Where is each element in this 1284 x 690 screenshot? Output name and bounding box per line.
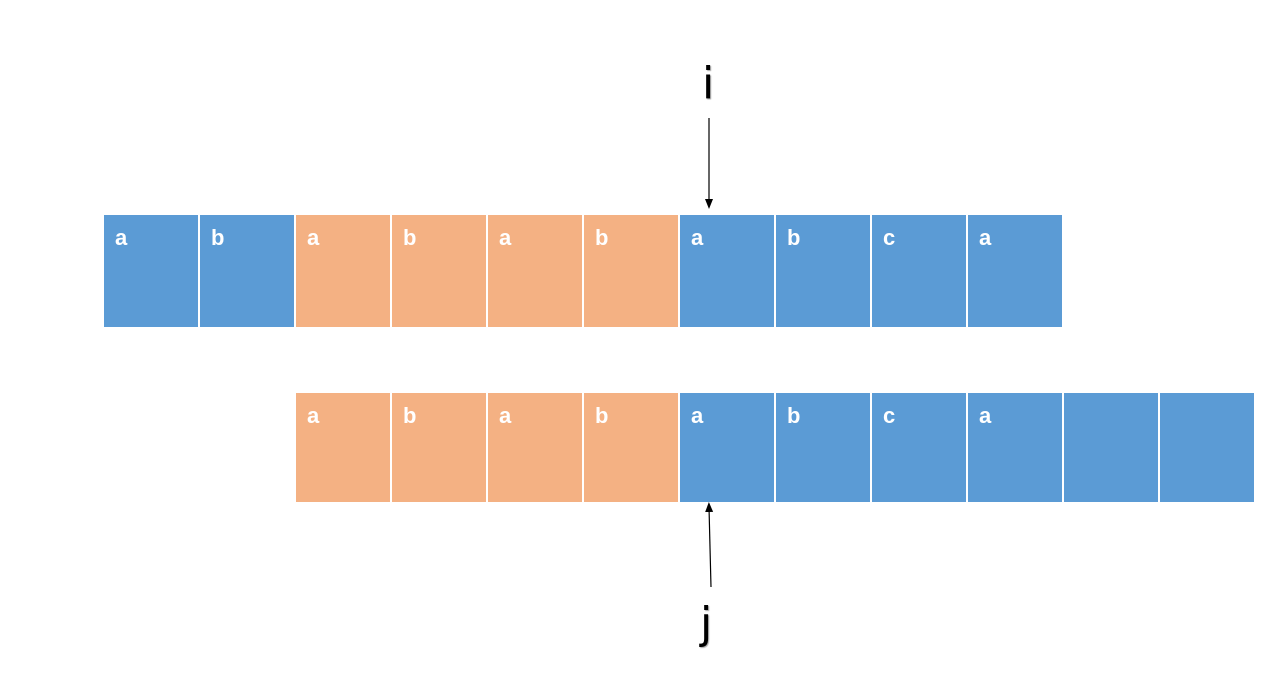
text-cell: c (872, 215, 966, 327)
pattern-cell: b (392, 393, 486, 502)
pattern-cell: b (776, 393, 870, 502)
pattern-cell: c (872, 393, 966, 502)
cell-character: b (211, 225, 225, 250)
pattern-cell: a (968, 393, 1062, 502)
text-cell: b (392, 215, 486, 327)
cell-character: a (691, 403, 704, 428)
pattern-cell: b (584, 393, 678, 502)
cell-character: a (307, 225, 320, 250)
cell-character: a (979, 225, 992, 250)
pattern-cell (1160, 393, 1254, 502)
text-cell: a (680, 215, 774, 327)
text-cell: a (968, 215, 1062, 327)
cell-character: b (595, 403, 609, 428)
cell-character: a (979, 403, 992, 428)
text-cell: a (104, 215, 198, 327)
cell-character: b (403, 403, 417, 428)
cell-character: c (883, 403, 896, 428)
j-pointer-label: j (700, 598, 713, 649)
pattern-cell: a (296, 393, 390, 502)
cell-character: b (403, 225, 417, 250)
pattern-cell: a (488, 393, 582, 502)
cell-character: a (499, 403, 512, 428)
text-cell: a (296, 215, 390, 327)
cell-character: c (883, 225, 896, 250)
cell-character: b (787, 403, 801, 428)
pattern-cell (1064, 393, 1158, 502)
text-cell: a (488, 215, 582, 327)
text-cell: b (776, 215, 870, 327)
pattern-cell: a (680, 393, 774, 502)
cell-character: a (307, 403, 320, 428)
cell-character: a (115, 225, 128, 250)
text-cell: b (584, 215, 678, 327)
cell-character: b (595, 225, 609, 250)
cell-character: a (499, 225, 512, 250)
cell-character: a (691, 225, 704, 250)
j-pointer-arrow (705, 502, 714, 588)
text-cell: b (200, 215, 294, 327)
cell-character: b (787, 225, 801, 250)
i-pointer-label: i (702, 58, 715, 109)
